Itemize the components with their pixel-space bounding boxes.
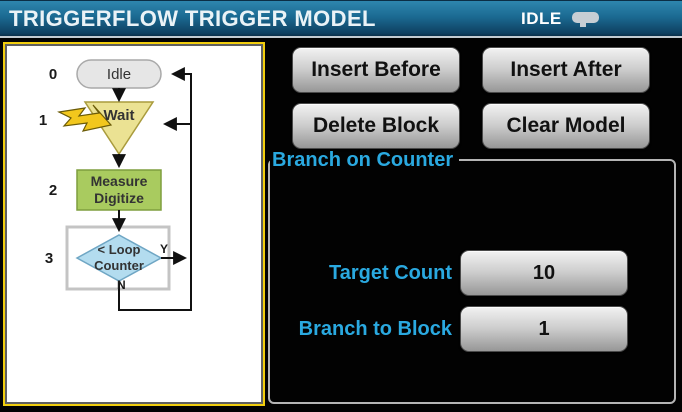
measure-block-line2: Digitize [94,190,144,206]
branch-on-counter-group: Branch on Counter Target Count 10 Branch… [268,150,676,404]
trigger-model-canvas[interactable]: 0 1 2 3 Idle Wait Measure Digitize < Loo… [3,42,265,406]
target-count-label: Target Count [329,261,452,284]
branch-to-block-label: Branch to Block [298,317,452,340]
branch-no-label: N [117,278,126,292]
block-index-3: 3 [44,249,54,267]
target-count-value-button[interactable]: 10 [460,250,628,296]
branch-on-counter-legend: Branch on Counter [272,149,454,171]
insert-before-button[interactable]: Insert Before [292,47,460,93]
branch-yes-label: Y [160,242,169,256]
header-bar: TRIGGERFLOW TRIGGER MODEL IDLE [0,0,682,38]
clear-model-button[interactable]: Clear Model [482,103,650,149]
flowchart-connectors [57,59,192,311]
branch-to-block-value-button[interactable]: 1 [460,306,628,352]
flowchart-area: 0 1 2 3 Idle Wait Measure Digitize < Loo… [7,46,261,402]
measure-block-line1: Measure [90,173,148,189]
communication-bubble-icon [571,12,599,27]
loop-counter-line2: Counter [94,258,144,273]
status-badge: IDLE [521,8,562,28]
loop-counter-line1: < Loop [97,242,141,257]
measure-block[interactable]: Measure Digitize [77,170,161,210]
insert-after-button[interactable]: Insert After [482,47,650,93]
instrument-status: IDLE [521,1,599,36]
trigger-bolt-icon [57,104,113,132]
loop-counter-block[interactable]: < Loop Counter [77,240,161,276]
idle-block[interactable]: Idle [106,65,132,83]
delete-block-button[interactable]: Delete Block [292,103,460,149]
block-index-1: 1 [38,111,48,129]
block-index-0: 0 [48,65,58,83]
page-title: TRIGGERFLOW TRIGGER MODEL [9,6,376,31]
measure-block-shape[interactable] [76,169,162,211]
wait-block[interactable]: Wait [103,106,135,124]
block-index-2: 2 [48,181,58,199]
